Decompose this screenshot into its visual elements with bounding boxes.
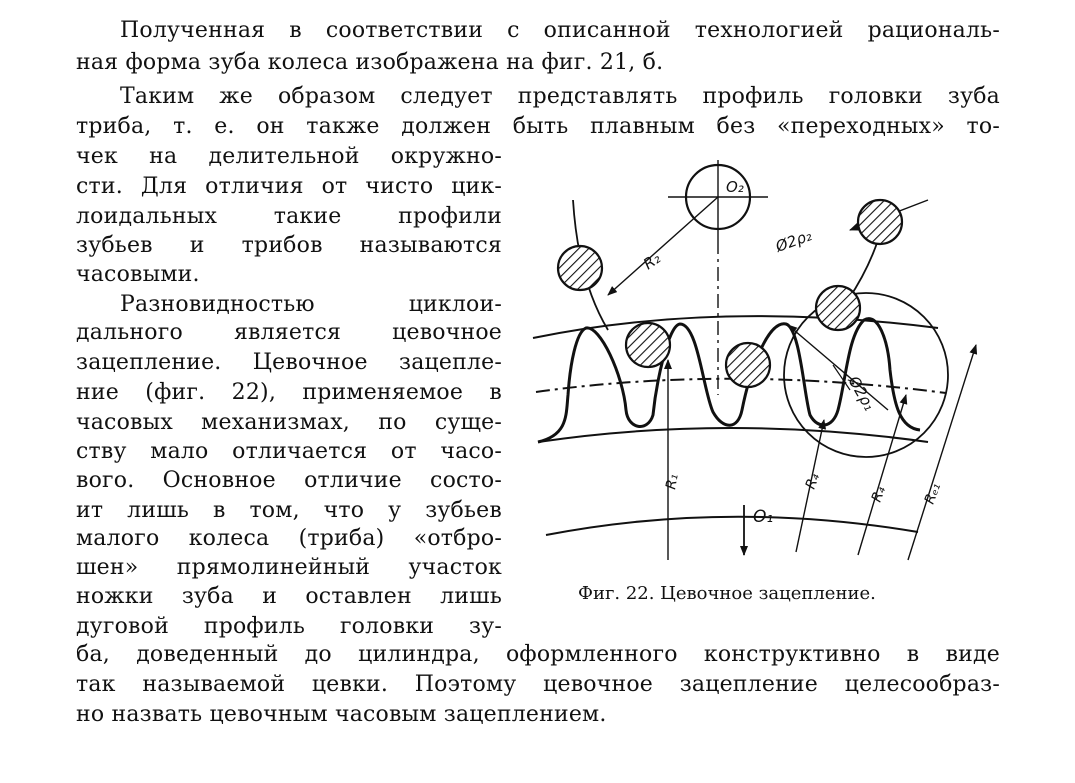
text-line: малого колеса (триба) «отбро- <box>76 526 502 551</box>
text-line: ножки зуба и оставлен лишь <box>76 584 502 609</box>
label-o2: O₂ <box>726 178 744 196</box>
figure-caption: Фиг. 22. Цевочное зацепление. <box>578 583 876 604</box>
text-line: чек на делительной окружно- <box>76 144 502 169</box>
pinion-circle <box>783 292 949 458</box>
pin-circle <box>856 198 904 246</box>
text-line: ние (фиг. 22), применяемое в <box>76 380 502 405</box>
text-line: часовых механизмах, по суще- <box>76 410 502 435</box>
r2-line <box>607 196 719 296</box>
label-r2: R₂ <box>640 249 664 273</box>
text-line: вого. Основное отличие состо- <box>76 468 502 493</box>
r4-line-b <box>857 394 908 556</box>
text-line: ит лишь в том, что у зубьев <box>76 498 502 523</box>
text-line: ная форма зуба колеса изображена на фиг.… <box>76 50 664 75</box>
text-line: часовыми. <box>76 262 200 287</box>
text-line: лоидальных такие профили <box>76 204 502 229</box>
label-r4b: R₄ <box>869 484 889 504</box>
text-line: зубьев и трибов называются <box>76 233 502 258</box>
text-line: дального является цевочное <box>76 320 502 345</box>
wheel-rim-root <box>545 515 919 536</box>
pin-circle <box>624 321 672 369</box>
text-line: сти. Для отличия от чисто цик- <box>76 174 502 199</box>
pin-circle <box>724 341 772 389</box>
text-line: зацепление. Цевочное зацепле- <box>76 350 502 375</box>
text-line: но назвать цевочным часовым зацеплением. <box>76 702 607 727</box>
label-o1: O₁ <box>753 507 773 527</box>
pin-gear-figure: O₂ O₁ R₂ Ø2ρ₂ Ø2ρ₁ R₁ R₄ R₄ Rₑ₁ <box>528 160 1018 575</box>
pin-circle <box>556 244 604 292</box>
text-line: триба, т. е. он также должен быть плавны… <box>76 114 1000 139</box>
wheel-rim-upper <box>532 315 939 339</box>
r4-line-a <box>795 419 827 553</box>
tooth-profile <box>537 317 921 444</box>
text-line: так называемой цевки. Поэтому цевочное з… <box>76 672 1000 697</box>
re-line <box>907 344 978 561</box>
text-line: Полученная в соответствии с описанной те… <box>120 18 1000 43</box>
text-line: Разновидностью циклои- <box>120 292 502 317</box>
text-line: шен» прямолинейный участок <box>76 555 502 580</box>
text-line: ба, доведенный до цилиндра, оформленного… <box>76 642 1000 667</box>
text-line: дуговой профиль головки зу- <box>76 614 502 639</box>
text-line: ству мало отличается от часо- <box>76 439 502 464</box>
label-re: Rₑ₁ <box>922 481 944 506</box>
label-d2p2: Ø2ρ₂ <box>772 226 814 256</box>
label-d2p1: Ø2ρ₁ <box>844 372 879 414</box>
label-r4a: R₄ <box>803 471 823 491</box>
pin-circle <box>814 284 862 332</box>
label-r1: R₁ <box>663 473 681 491</box>
text-line: Таким же образом следует представлять пр… <box>120 84 1000 109</box>
wheel-rim-lower <box>537 427 929 443</box>
